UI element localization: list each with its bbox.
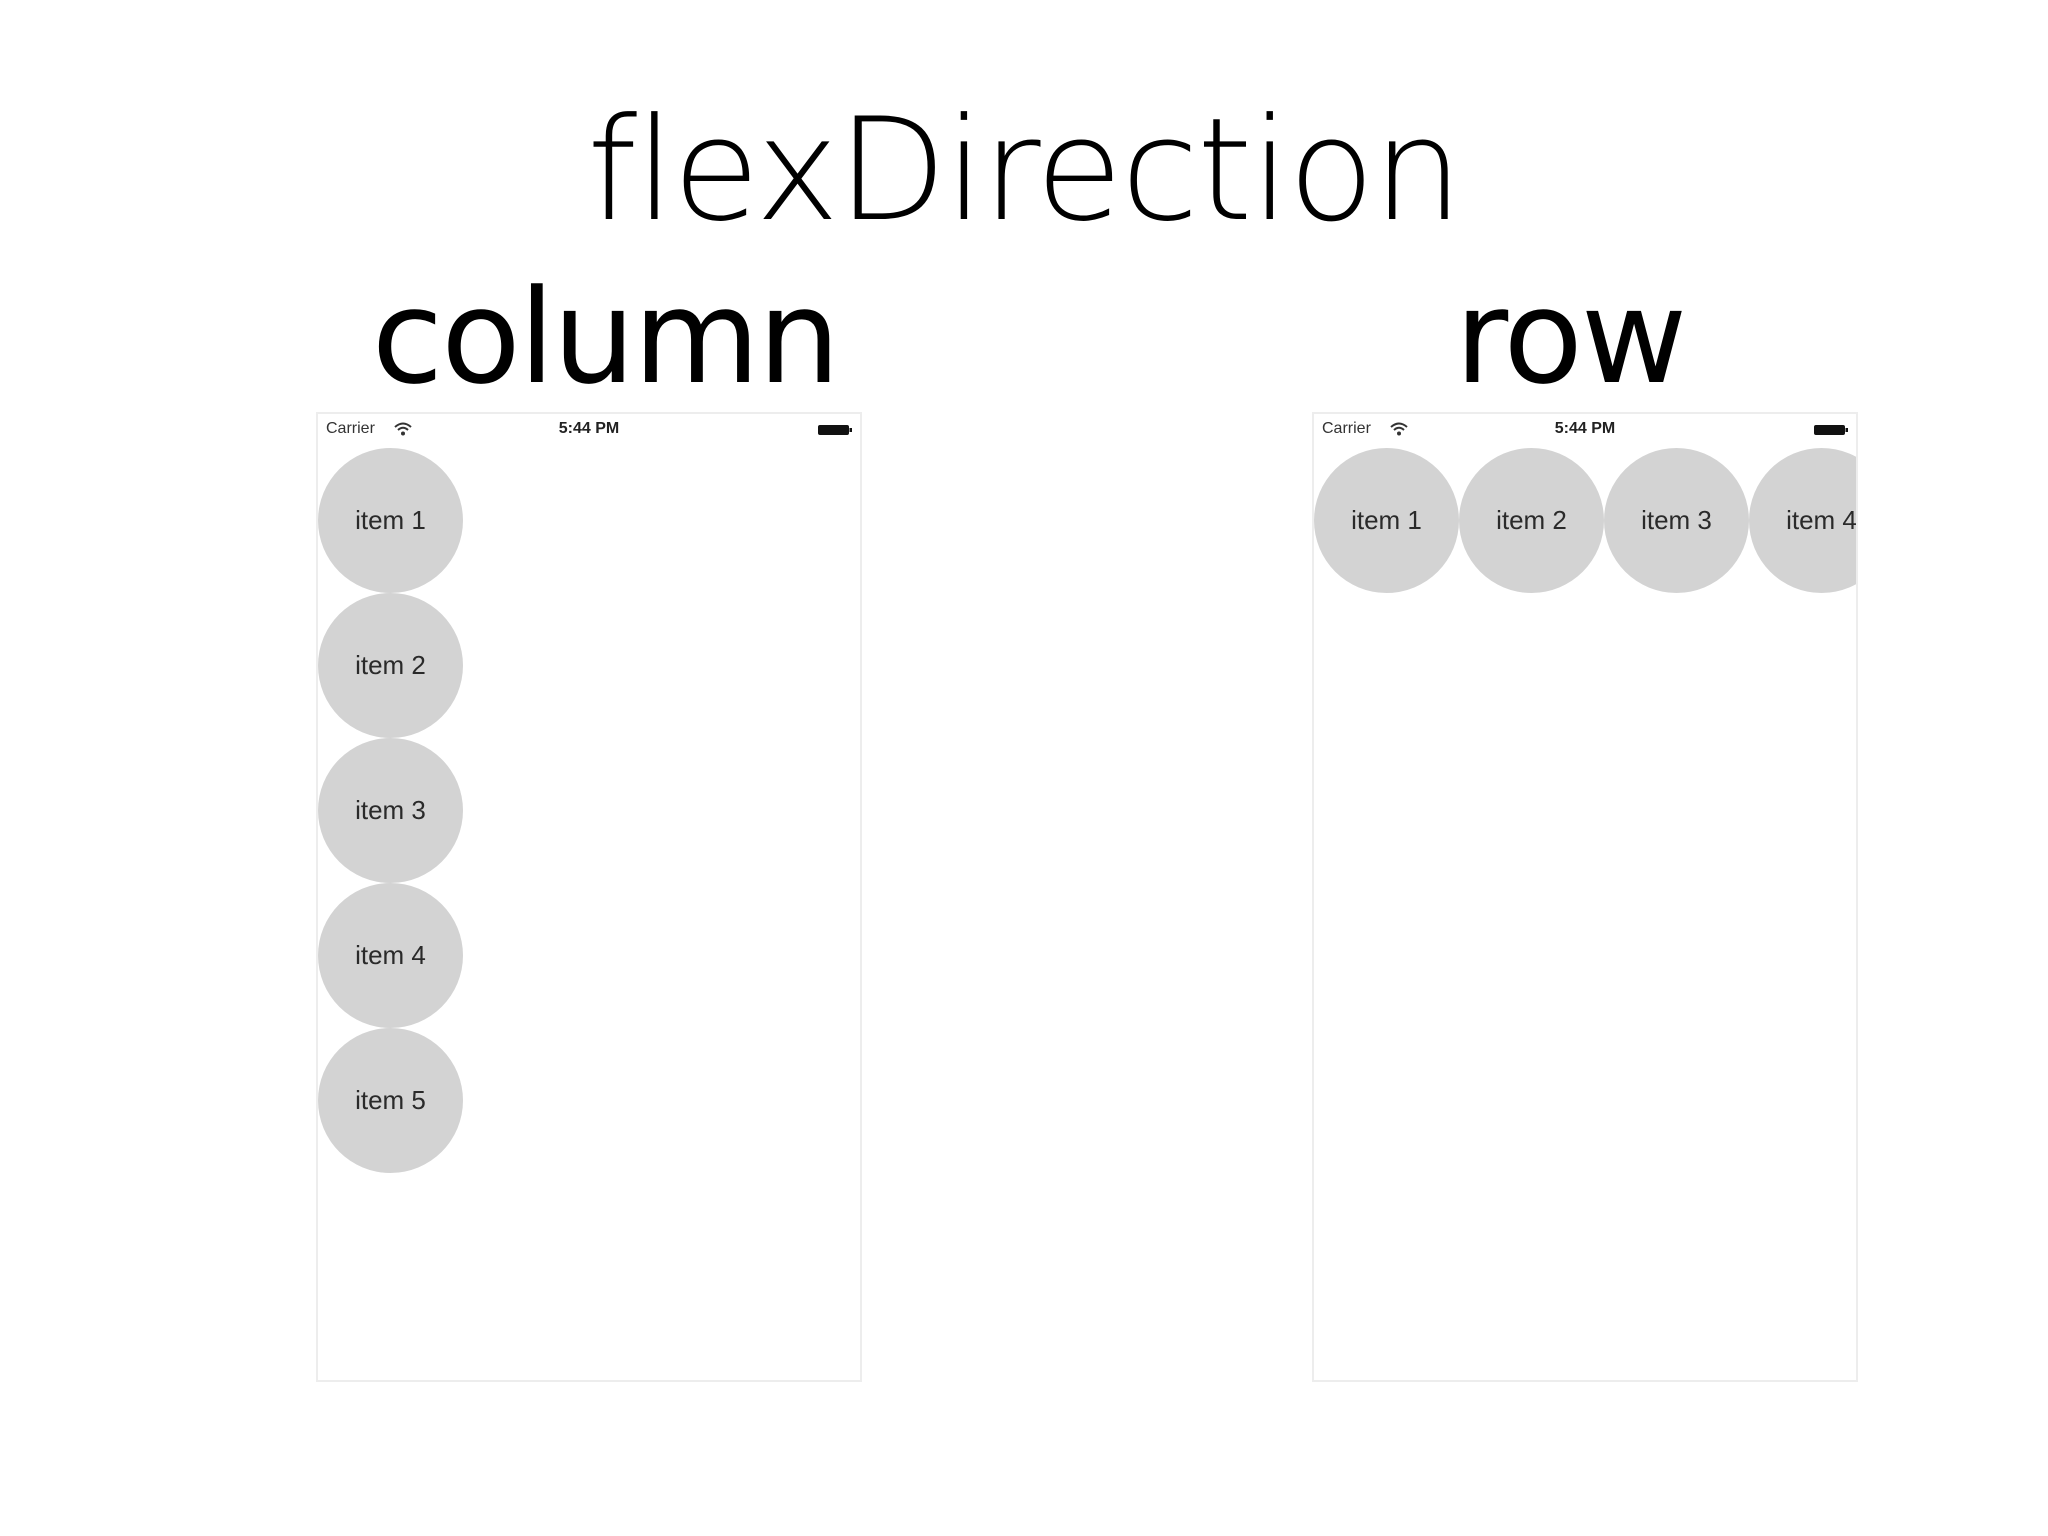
page-title: flexDirection: [587, 88, 1463, 253]
flex-item: item 1: [318, 448, 463, 593]
wifi-icon: [394, 422, 412, 436]
flex-item: item 4: [318, 883, 463, 1028]
status-time: 5:44 PM: [558, 420, 620, 437]
flex-item: item 1: [1314, 448, 1459, 593]
flex-item: item 4: [1749, 448, 1856, 593]
flex-item: item 3: [1604, 448, 1749, 593]
flex-item: item 5: [318, 1028, 463, 1173]
phone-screen-column: Carrier 5:44 PM item 1 item 2 item 3 ite…: [316, 412, 862, 1382]
status-bar: Carrier 5:44 PM: [1314, 414, 1856, 442]
flex-item: item 3: [318, 738, 463, 883]
heading-row: row: [1454, 261, 1687, 413]
items-row: item 1 item 2 item 3 item 4: [1314, 448, 1856, 593]
battery-icon: [1814, 425, 1848, 435]
battery-icon: [818, 425, 852, 435]
carrier-label: Carrier: [1322, 420, 1371, 437]
wifi-icon: [1390, 422, 1408, 436]
items-column: item 1 item 2 item 3 item 4 item 5: [318, 448, 463, 1173]
phone-screen-row: Carrier 5:44 PM item 1 item 2 item 3 ite…: [1312, 412, 1858, 1382]
heading-column: column: [371, 261, 841, 413]
flex-item: item 2: [318, 593, 463, 738]
status-bar: Carrier 5:44 PM: [318, 414, 860, 442]
flex-item: item 2: [1459, 448, 1604, 593]
status-time: 5:44 PM: [1554, 420, 1616, 437]
carrier-label: Carrier: [326, 420, 375, 437]
